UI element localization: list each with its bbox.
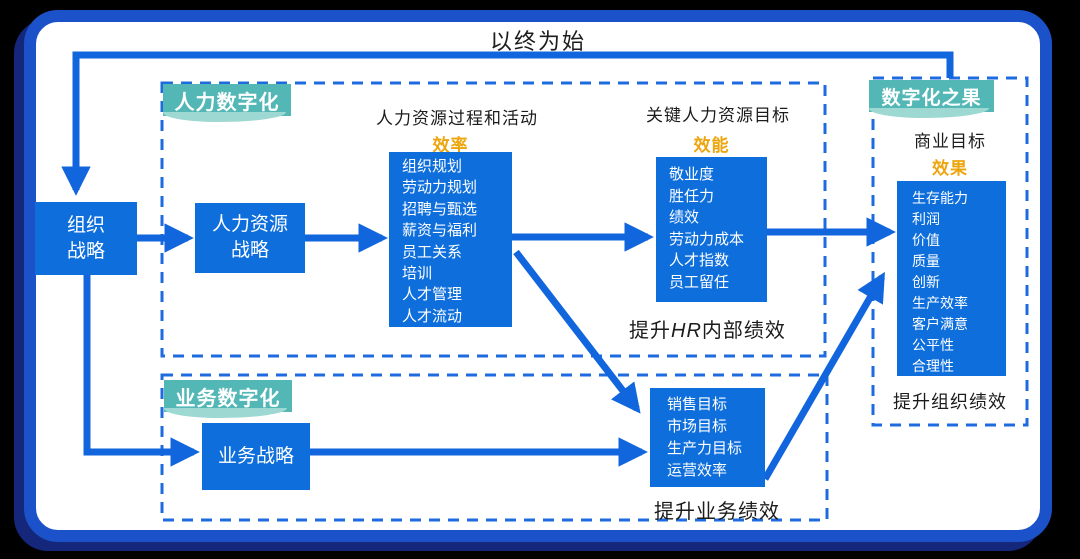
list-item: 公平性 bbox=[912, 337, 954, 353]
list-item: 生存能力 bbox=[912, 190, 968, 206]
list-item: 劳动力规划 bbox=[402, 179, 478, 197]
list-item: 劳动力成本 bbox=[669, 230, 745, 248]
caption-hr-performance: 提升HR内部绩效 bbox=[629, 314, 786, 343]
node-org-strategy: 组织 战略 bbox=[35, 202, 137, 275]
list-item: 绩效 bbox=[669, 209, 700, 226]
caption-hr-em: HR bbox=[671, 320, 702, 342]
tag-hr-digitalization: 人力数字化 bbox=[163, 84, 291, 122]
list-item: 质量 bbox=[912, 253, 940, 269]
list-item: 生产力目标 bbox=[667, 440, 743, 457]
list-item: 客户满意 bbox=[912, 316, 968, 332]
diagram-title: 以终为始 bbox=[489, 29, 586, 54]
list-item: 创新 bbox=[912, 274, 940, 290]
node-hr-process-list: 组织规划劳动力规划招聘与甄选薪资与福利员工关系培训人才管理人才流动 bbox=[389, 152, 512, 327]
list-item: 组织规划 bbox=[402, 158, 463, 175]
caption-biz-performance: 提升业务绩效 bbox=[654, 501, 780, 523]
list-item: 人才管理 bbox=[402, 286, 463, 304]
node-hr-strategy: 人力资源 战略 bbox=[195, 203, 305, 273]
list-item: 招聘与甄选 bbox=[402, 200, 478, 218]
node-biz-goals-list: 销售目标市场目标生产力目标运营效率 bbox=[650, 388, 765, 487]
list-item: 合理性 bbox=[912, 358, 954, 374]
list-item: 人才流动 bbox=[402, 307, 463, 325]
heading-hr-process: 人力资源过程和活动 bbox=[376, 109, 538, 128]
heading-business-goal: 商业目标 bbox=[914, 132, 986, 151]
list-item: 胜任力 bbox=[669, 187, 715, 205]
badge-effect: 效果 bbox=[932, 159, 968, 178]
caption-hr-suffix: 内部绩效 bbox=[701, 320, 786, 342]
list-item: 员工留任 bbox=[669, 273, 730, 291]
list-item: 生产效率 bbox=[912, 295, 968, 311]
list-item: 利润 bbox=[912, 211, 940, 227]
list-item: 敬业度 bbox=[669, 166, 715, 183]
list-item: 市场目标 bbox=[667, 418, 728, 435]
node-business-result-list: 生存能力利润价值质量创新生产效率客户满意公平性合理性 bbox=[897, 181, 1006, 376]
list-item: 销售目标 bbox=[667, 396, 728, 413]
list-item: 价值 bbox=[912, 232, 940, 248]
list-item: 培训 bbox=[402, 265, 433, 283]
list-item: 人才指数 bbox=[669, 252, 730, 269]
caption-hr-prefix: 提升 bbox=[629, 320, 671, 342]
caption-org-performance: 提升组织绩效 bbox=[893, 392, 1007, 412]
badge-effectiveness: 效能 bbox=[693, 136, 730, 155]
list-item: 运营效率 bbox=[667, 462, 728, 479]
heading-hr-goals: 关键人力资源目标 bbox=[646, 106, 790, 125]
list-item: 员工关系 bbox=[402, 243, 463, 261]
node-biz-strategy: 业务战略 bbox=[202, 423, 310, 490]
tag-digitalization-result: 数字化之果 bbox=[869, 80, 994, 118]
list-item: 薪资与福利 bbox=[402, 222, 478, 240]
node-hr-goals-list: 敬业度胜任力绩效劳动力成本人才指数员工留任 bbox=[656, 157, 767, 302]
tag-biz-digitalization: 业务数字化 bbox=[164, 380, 292, 418]
